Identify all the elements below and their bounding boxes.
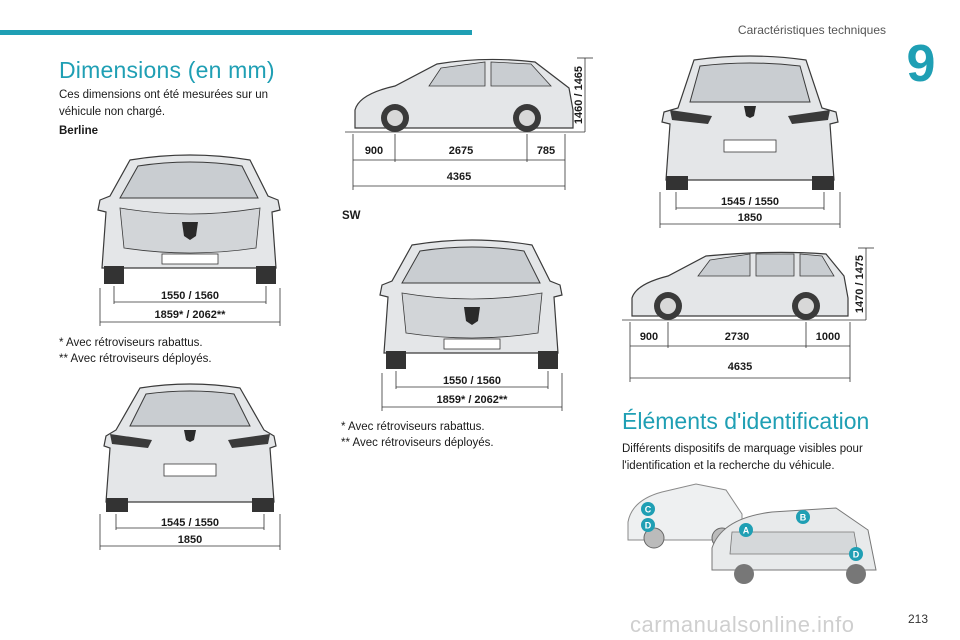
header-accent-bar	[0, 30, 472, 35]
identification-illustration: C D A B D	[627, 483, 877, 584]
marker-a: A	[743, 526, 750, 536]
berline-rear-diagram: 1545 / 1550 1850	[99, 383, 281, 550]
intro-text: Ces dimensions ont été mesurées sur un v…	[59, 89, 269, 118]
sw-length: 4635	[728, 361, 752, 373]
berline-length: 4365	[447, 171, 471, 183]
sw-wheelbase: 2730	[725, 331, 749, 343]
berline-overhang-front: 900	[365, 145, 383, 157]
berline-note-2: ** Avec rétroviseurs déployés.	[59, 353, 212, 365]
marker-c: C	[645, 505, 652, 515]
berline-front-track: 1550 / 1560	[161, 290, 219, 302]
marker-d-right: D	[853, 550, 860, 560]
identification-title: Éléments d'identification	[622, 408, 870, 434]
berline-label: Berline	[59, 125, 98, 137]
sw-front-width: 1859* / 2062**	[437, 394, 509, 406]
marker-b: B	[800, 513, 807, 523]
sw-note-2: ** Avec rétroviseurs déployés.	[341, 437, 494, 449]
sw-overhang-rear: 1000	[816, 331, 840, 343]
sw-overhang-front: 900	[640, 331, 658, 343]
marker-d-left: D	[645, 521, 652, 531]
chapter-number: 9	[906, 35, 936, 93]
berline-wheelbase: 2675	[449, 145, 473, 157]
page-title: Dimensions (en mm)	[59, 57, 275, 83]
sw-front-track: 1550 / 1560	[443, 375, 501, 387]
sw-note-1: * Avec rétroviseurs rabattus.	[341, 421, 485, 433]
berline-front-diagram: 1550 / 1560 1859* / 2062**	[97, 154, 281, 326]
section-title: Caractéristiques techniques	[737, 23, 886, 37]
sw-label: SW	[342, 210, 361, 222]
identification-text: Différents dispositifs de marquage visib…	[622, 443, 863, 472]
sw-rear-width: 1850	[738, 212, 762, 224]
sw-rear-diagram: 1545 / 1550 1850	[659, 55, 841, 228]
berline-note-1: * Avec rétroviseurs rabattus.	[59, 337, 203, 349]
sw-side-diagram: 1470 / 1475 900 2730 1000 4635	[622, 247, 874, 382]
berline-rear-track: 1545 / 1550	[161, 517, 219, 529]
berline-overhang-rear: 785	[537, 145, 555, 157]
sw-front-diagram: 1550 / 1560 1859* / 2062**	[379, 239, 563, 411]
berline-side-diagram: 1460 / 1465 900 2675 785 4365	[345, 57, 593, 190]
berline-front-width: 1859* / 2062**	[155, 309, 227, 321]
sw-side-height: 1470 / 1475	[854, 255, 866, 313]
berline-side-height: 1460 / 1465	[573, 66, 585, 124]
page-number: 213	[908, 612, 929, 626]
watermark: carmanualsonline.info	[630, 612, 855, 637]
sw-rear-track: 1545 / 1550	[721, 196, 779, 208]
berline-rear-width: 1850	[178, 534, 202, 546]
